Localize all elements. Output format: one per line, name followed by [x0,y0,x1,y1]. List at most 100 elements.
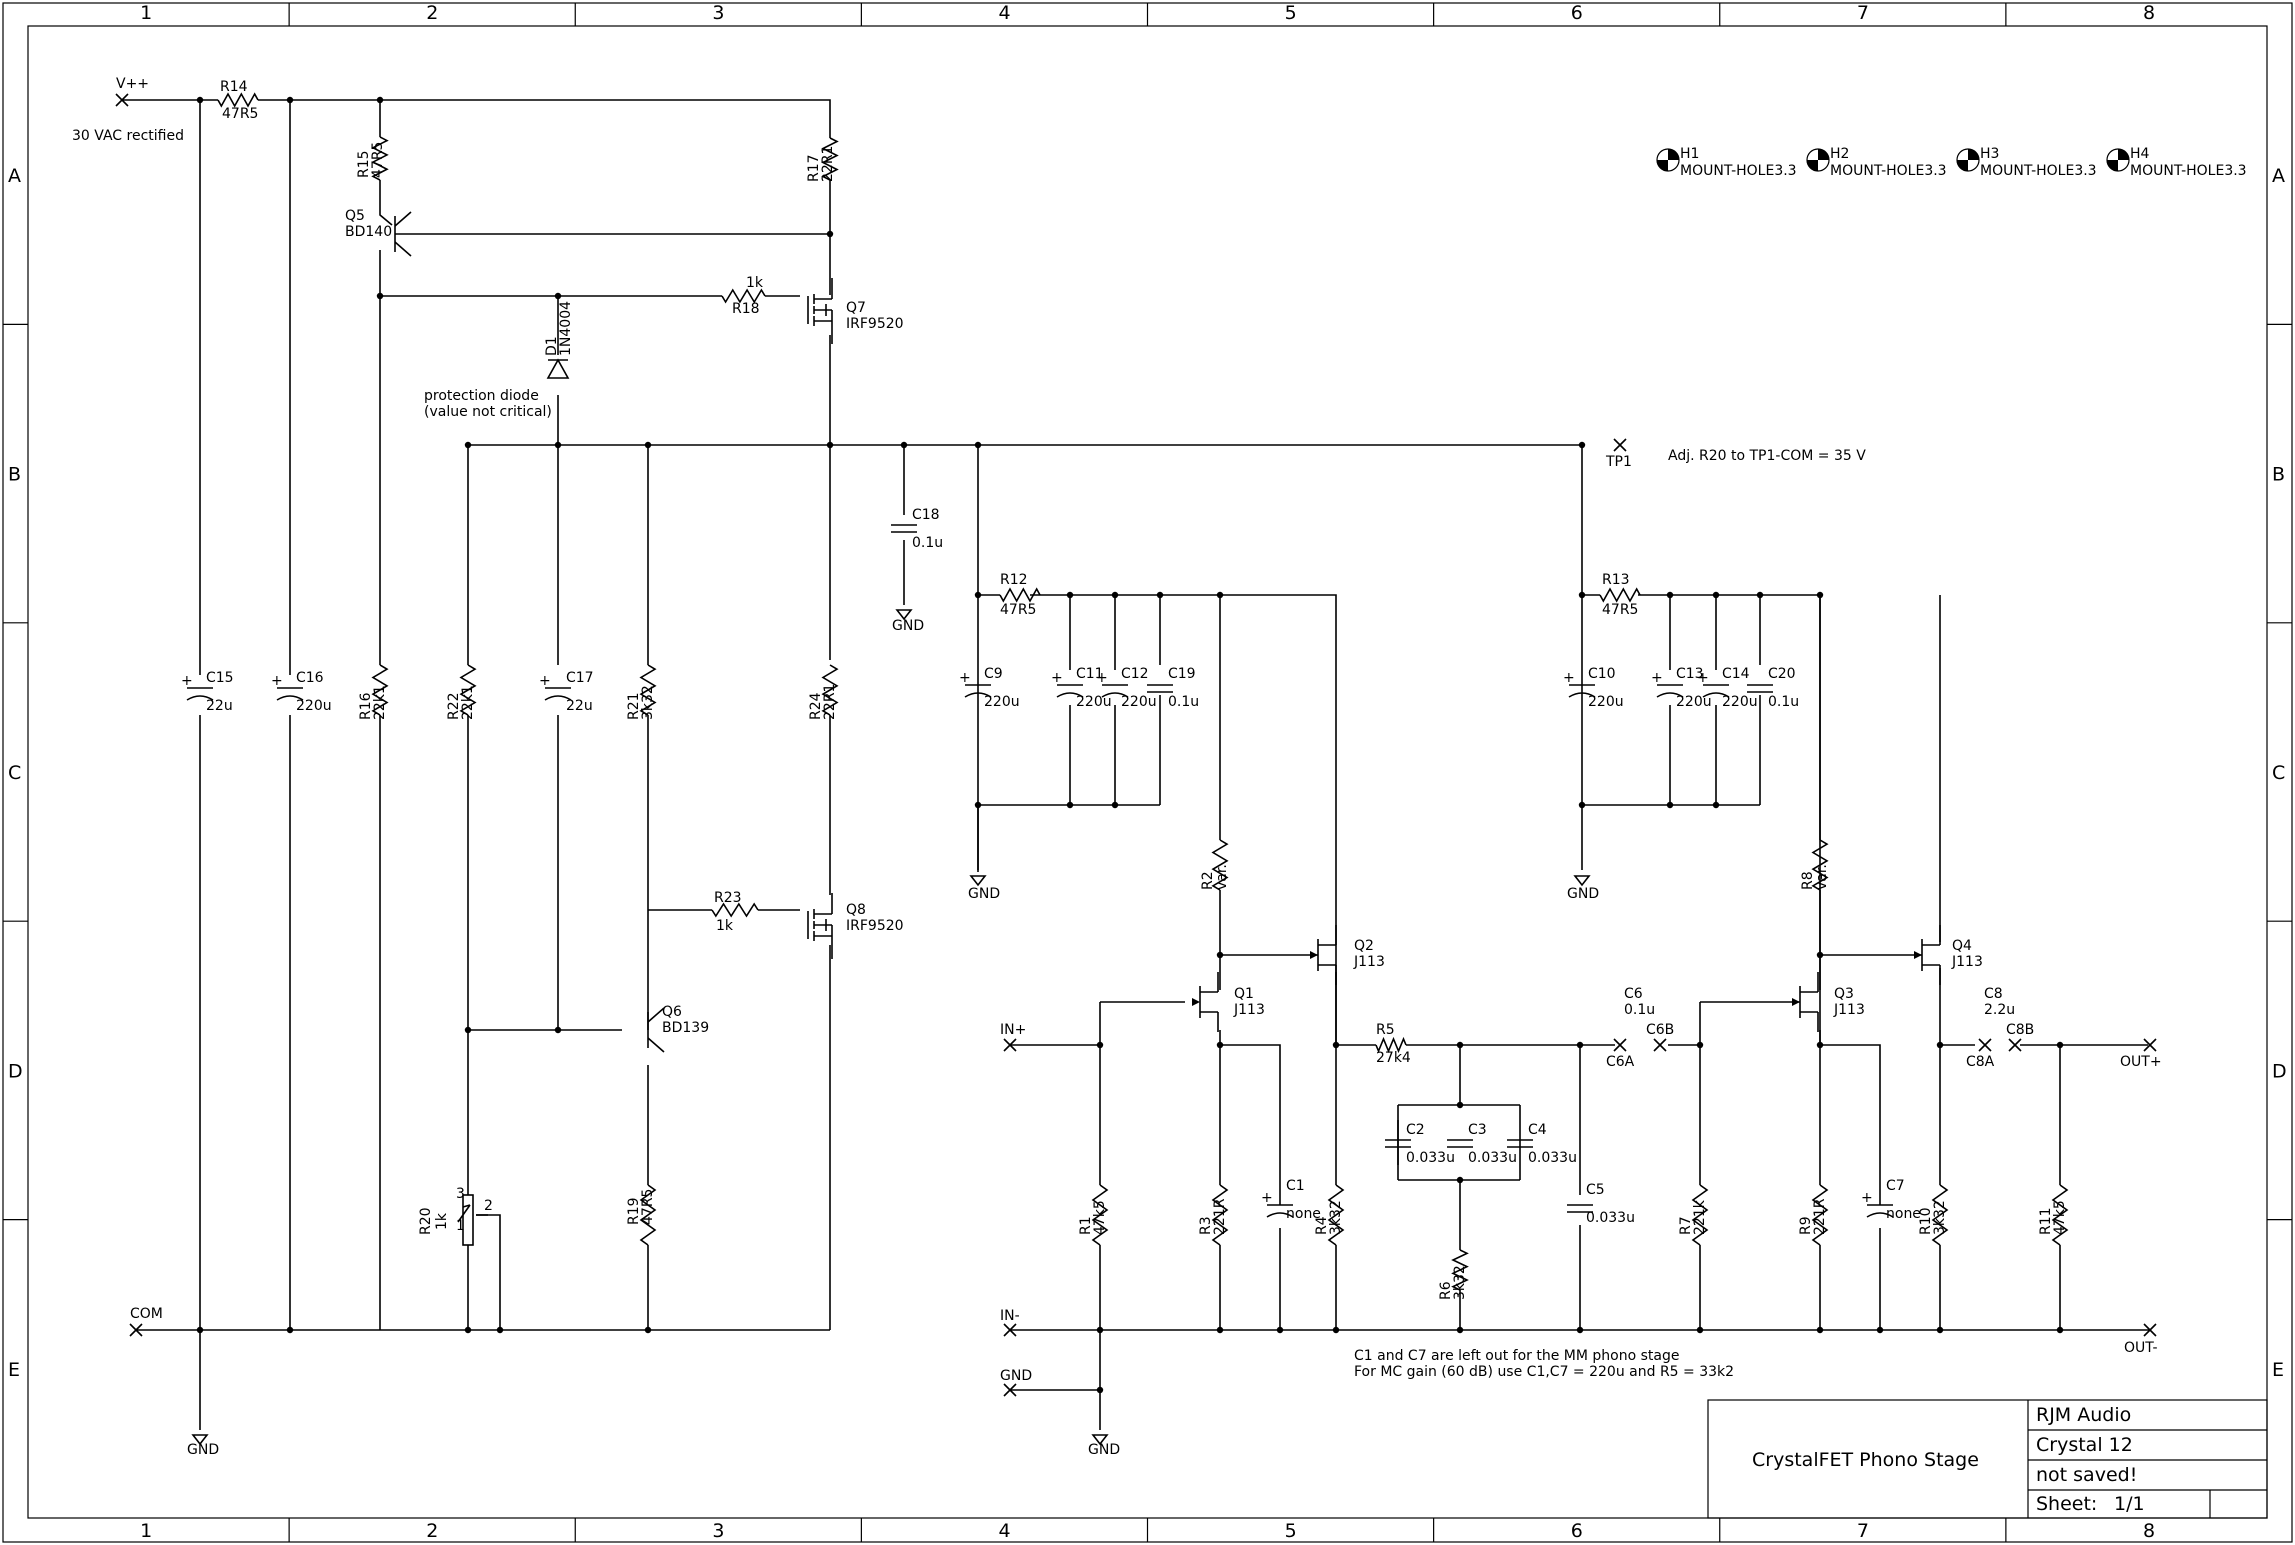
svg-text:R22: R22 [446,692,462,720]
svg-text:C20: C20 [1768,666,1796,682]
gnd-symbol-c10 [1573,875,1591,887]
svg-text:R18: R18 [732,301,760,317]
svg-text:D1: D1 [544,336,560,356]
svg-text:C1: C1 [1286,1178,1305,1194]
svg-text:220u: 220u [1676,694,1712,710]
note-mm-1: C1 and C7 are left out for the MM phono … [1354,1348,1679,1364]
svg-text:220u: 220u [1722,694,1758,710]
zone-row-left-E: E [8,1359,20,1381]
svg-text:C14: C14 [1722,666,1750,682]
mount-hole-h3: H3 MOUNT-HOLE3.3 [1956,146,2097,179]
svg-text:C11: C11 [1076,666,1104,682]
svg-text:C4: C4 [1528,1122,1547,1138]
gnd-label-c10: GND [1567,886,1599,902]
port-out-minus-marker [2143,1323,2157,1337]
svg-text:0.1u: 0.1u [1168,694,1199,710]
svg-text:C6: C6 [1624,986,1643,1002]
port-gnd-in-marker [1003,1383,1017,1397]
svg-text:R5: R5 [1376,1022,1395,1038]
svg-text:47R5: 47R5 [1000,602,1036,618]
svg-text:C7: C7 [1886,1178,1905,1194]
svg-text:22k1: 22k1 [460,685,476,720]
svg-text:R7: R7 [1678,1216,1694,1235]
mount-hole-h2: H2 MOUNT-HOLE3.3 [1806,146,1947,179]
zone-col-bottom-8: 8 [2143,1520,2155,1542]
svg-text:1k: 1k [434,1212,450,1230]
svg-text:Q3: Q3 [1834,986,1854,1002]
svg-text:R15: R15 [356,150,372,178]
zone-col-top-8: 8 [2143,2,2155,24]
svg-text:C9: C9 [984,666,1003,682]
svg-text:+: + [271,673,283,689]
svg-text:IRF9520: IRF9520 [846,918,904,934]
svg-text:0.1u: 0.1u [1768,694,1799,710]
svg-text:C3: C3 [1468,1122,1487,1138]
svg-text:C18: C18 [912,507,940,523]
zone-col-bottom-2: 2 [426,1520,438,1542]
port-tp1-marker [1613,438,1627,452]
svg-text:R21: R21 [626,692,642,720]
svg-text:0.033u: 0.033u [1406,1150,1455,1166]
svg-text:BD139: BD139 [662,1020,709,1036]
svg-text:221R: 221R [1212,1198,1228,1235]
svg-text:+: + [1697,670,1709,686]
svg-text:0.1u: 0.1u [1624,1002,1655,1018]
port-c6b: C6B [1646,1022,1674,1038]
zone-col-top-6: 6 [1571,2,1583,24]
zone-col-bottom-4: 4 [998,1520,1010,1542]
svg-text:R13: R13 [1602,572,1630,588]
svg-text:47R5: 47R5 [1602,602,1638,618]
zone-col-bottom-6: 6 [1571,1520,1583,1542]
gnd-symbol-in [1091,1434,1109,1446]
svg-text:47R5: 47R5 [640,1189,656,1225]
port-c6a-marker [1613,1038,1627,1052]
svg-text:MOUNT-HOLE3.3: MOUNT-HOLE3.3 [1680,163,1797,179]
svg-text:R12: R12 [1000,572,1028,588]
port-vpp: V++ [116,76,149,92]
zone-col-bottom-5: 5 [1285,1520,1297,1542]
svg-text:R11: R11 [2038,1207,2054,1235]
capacitor-c6: C60.1u [1624,986,1655,1018]
svg-text:47R5: 47R5 [370,142,386,178]
zone-col-top-3: 3 [712,2,724,24]
gnd-symbol-c9 [969,875,987,887]
port-in-minus-marker [1003,1323,1017,1337]
mount-hole-h1: H1 MOUNT-HOLE3.3 [1656,146,1797,179]
svg-text:3k32: 3k32 [1328,1200,1344,1235]
note-mm-2: For MC gain (60 dB) use C1,C7 = 220u and… [1354,1364,1734,1380]
svg-text:Q1: Q1 [1234,986,1254,1002]
svg-text:+: + [539,673,551,689]
svg-text:R20: R20 [418,1207,434,1235]
capacitor-c8: C82.2u [1984,986,2015,1018]
svg-text:R3: R3 [1198,1216,1214,1235]
gnd-label-c18: GND [892,618,924,634]
port-labels: V++ COM TP1 IN+ IN- GND OUT+ OUT- C6A C6… [116,76,2162,1384]
svg-text:Q8: Q8 [846,902,866,918]
svg-text:J113: J113 [1233,1002,1265,1018]
capacitor-c4: C40.033u [1507,1122,1577,1166]
gnd-symbol-c18 [895,609,913,621]
svg-text:H4: H4 [2130,146,2150,162]
r20-pin-1: 1 [456,1218,465,1234]
port-com-marker [129,1323,143,1337]
sheet-number: 1/1 [2114,1493,2145,1515]
svg-text:Q6: Q6 [662,1004,682,1020]
zone-row-left-D: D [8,1060,23,1082]
port-out-plus: OUT+ [2120,1054,2162,1070]
port-tp1: TP1 [1605,454,1632,470]
port-in-minus: IN- [1000,1308,1020,1324]
